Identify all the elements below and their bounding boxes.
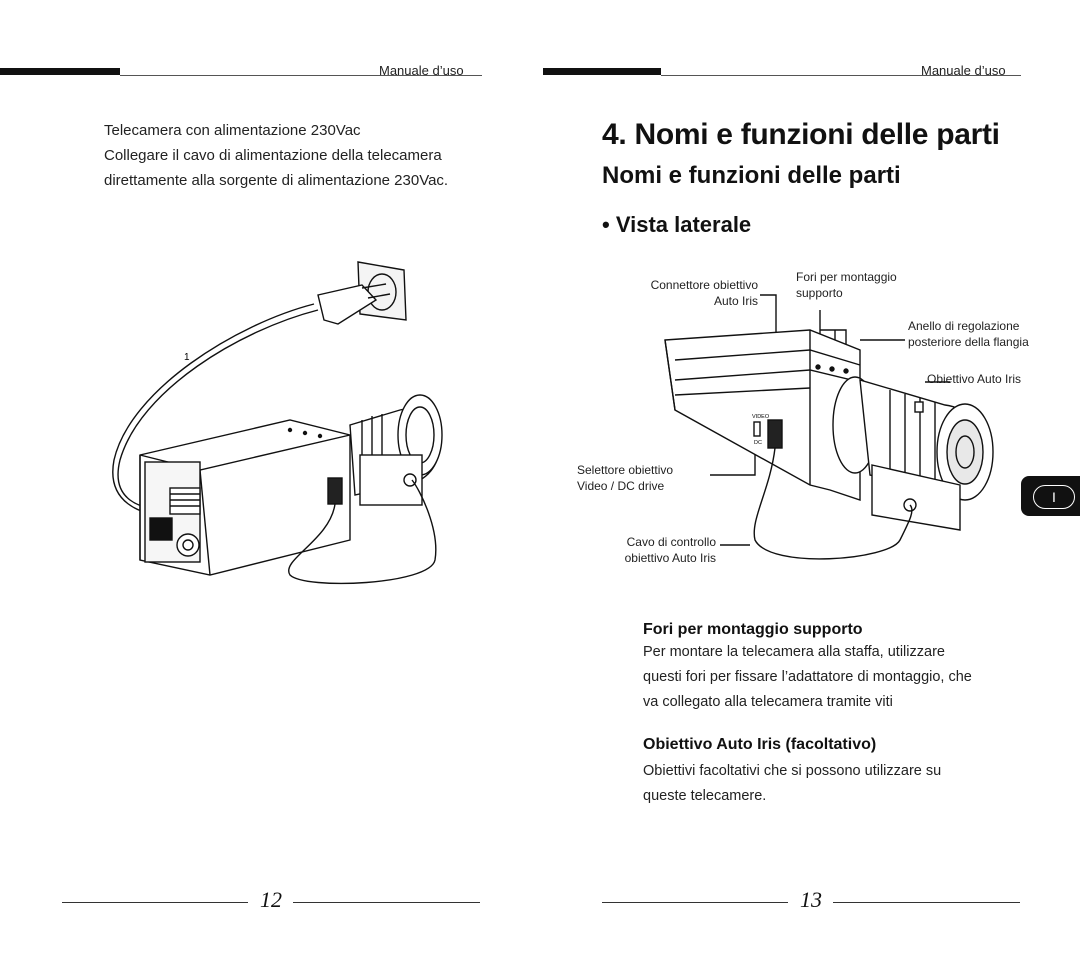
label-ring-line-2: posteriore della flangia — [908, 335, 1029, 349]
right-header-bar — [543, 68, 661, 75]
mount-heading: Fori per montaggio supporto — [643, 621, 863, 638]
lens-paragraph: Obiettivi facoltativi che si possono uti… — [643, 759, 1023, 809]
label-connector: Connettore obiettivo Auto Iris — [634, 277, 758, 309]
right-footer-line-a — [602, 902, 788, 903]
lens-line-1: Obiettivi facoltativi che si possono uti… — [643, 763, 942, 779]
left-intro-line-1: Telecamera con alimentazione 230Vac — [104, 122, 361, 139]
camera-side-view: VIDEO DC — [664, 294, 994, 560]
left-footer-line-b — [293, 902, 480, 903]
page-title: 4. Nomi e funzioni delle parti — [602, 118, 1000, 151]
plug-mark: 1 — [184, 352, 190, 363]
power-plug — [317, 284, 378, 325]
label-selector: Selettore obiettivo Video / DC drive — [577, 462, 673, 494]
left-intro-line-2: Collegare il cavo di alimentazione della… — [104, 147, 442, 164]
control-cable — [753, 447, 913, 560]
mount-line-1: Per montare la telecamera alla staffa, u… — [643, 644, 945, 660]
right-page-number: 13 — [800, 887, 822, 912]
label-selector-line-1: Selettore obiettivo — [577, 463, 674, 477]
iris-cable — [288, 479, 437, 585]
left-intro: Telecamera con alimentazione 230Vac Coll… — [104, 118, 504, 193]
label-connector-line-2: Auto Iris — [713, 294, 758, 308]
label-cable: Cavo di controllo obiettivo Auto Iris — [610, 534, 716, 566]
label-lens: Obiettivo Auto Iris — [927, 372, 1022, 386]
left-intro-line-3: direttamente alla sorgente di alimentazi… — [104, 172, 449, 189]
lens-line-2: queste telecamere. — [643, 788, 767, 804]
left-header-line — [120, 75, 482, 76]
label-ring: Anello di regolazione posteriore della f… — [908, 318, 1029, 350]
label-connector-line-1: Connettore obiettivo — [650, 278, 758, 292]
section-title: • Vista laterale — [602, 212, 752, 237]
language-tab: I — [1021, 476, 1080, 516]
label-holes-line-1: Fori per montaggio — [796, 270, 897, 284]
mark-dc: DC — [754, 440, 762, 446]
label-cable-line-1: Cavo di controllo — [626, 535, 716, 549]
label-ring-line-1: Anello di regolazione — [908, 319, 1020, 333]
right-footer-line-b — [833, 902, 1020, 903]
left-header-label: Manuale d’uso — [379, 63, 464, 78]
label-holes-line-2: supporto — [796, 286, 843, 300]
right-header-label: Manuale d’uso — [921, 63, 1006, 78]
language-tab-label: I — [1033, 485, 1075, 509]
mount-paragraph: Per montare la telecamera alla staffa, u… — [643, 640, 1023, 715]
mark-video: VIDEO — [752, 414, 770, 420]
right-header-line — [661, 75, 1021, 76]
lens-heading: Obiettivo Auto Iris (facoltativo) — [643, 736, 877, 753]
left-header-bar — [0, 68, 120, 75]
left-page-number: 12 — [260, 887, 282, 912]
mount-line-3: va collegato alla telecamera tramite vit… — [643, 694, 893, 710]
left-footer-line-a — [62, 902, 248, 903]
label-cable-line-2: obiettivo Auto Iris — [624, 551, 716, 565]
mount-line-2: questi fori per fissare l’adattatore di … — [643, 669, 972, 685]
power-cable — [117, 309, 319, 511]
camera-power-illustration: 1 — [112, 261, 443, 585]
page-subtitle: Nomi e funzioni delle parti — [602, 162, 901, 189]
camera-body — [664, 329, 861, 501]
label-selector-line-2: Video / DC drive — [577, 479, 665, 493]
label-holes: Fori per montaggio supporto — [796, 269, 897, 301]
